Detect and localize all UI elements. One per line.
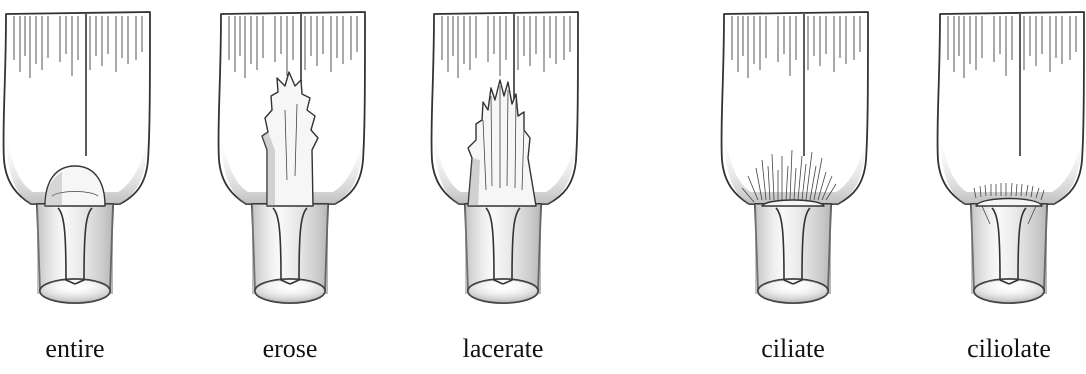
label-erose: erose <box>215 336 365 362</box>
label-entire: entire <box>0 336 150 362</box>
grass-ligule-erose-illustration <box>215 0 365 315</box>
label-ciliate: ciliate <box>718 336 868 362</box>
label-lacerate: lacerate <box>428 336 578 362</box>
label-ciliolate: ciliolate <box>934 336 1084 362</box>
panel-erose: erose <box>215 0 365 374</box>
grass-ligule-entire-illustration <box>0 0 150 315</box>
panel-ciliate: ciliate <box>718 0 868 374</box>
panel-lacerate: lacerate <box>428 0 578 374</box>
grass-ligule-ciliate-illustration <box>718 0 868 315</box>
grass-ligule-ciliolate-illustration <box>934 0 1084 315</box>
panel-ciliolate: ciliolate <box>934 0 1084 374</box>
grass-ligule-lacerate-illustration <box>428 0 578 315</box>
panel-entire: entire <box>0 0 150 374</box>
